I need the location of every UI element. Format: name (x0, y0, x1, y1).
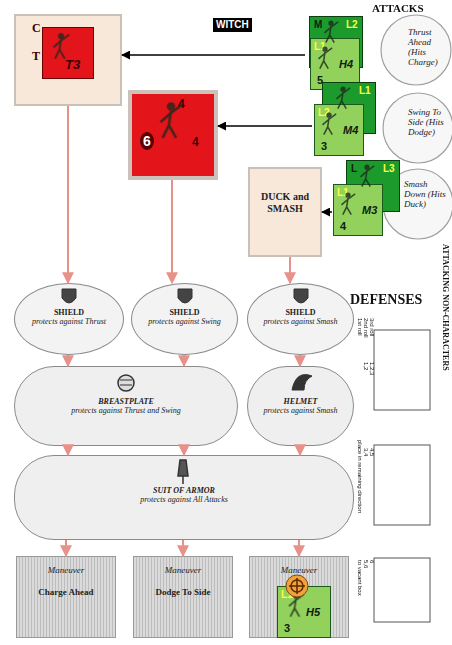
box-text: protects against Thrust and Swing (71, 406, 181, 415)
maneuver-box: ManeuverDodge To Side (133, 556, 233, 638)
box-heading: SUIT OF ARMOR (153, 486, 215, 495)
counter-value: 3 (321, 141, 327, 152)
section-heading: DEFENSES (350, 293, 422, 307)
flow-arrow (183, 446, 185, 455)
armor-band: SUIT OF ARMORprotects against All Attack… (14, 455, 354, 540)
monster-counter: T3 (42, 27, 94, 79)
counter-value: L2 (318, 108, 330, 118)
maneuver-box: C T T3 (14, 14, 122, 106)
attack-box: Swing To Side (Hits Dodge) L1L2M4 3 (312, 82, 451, 167)
counter-value: L (351, 164, 357, 174)
counter-value: 4 (192, 136, 199, 148)
flow-arrow (67, 106, 69, 283)
counter-value: L1 (337, 188, 349, 198)
edge-label: WITCH (213, 18, 252, 32)
box-heading: Maneuver (165, 565, 201, 575)
counter-value: 4 (178, 98, 185, 110)
table-note: 2nd roll (363, 318, 369, 338)
counter-value: Swing To Side (Hits Dodge) (408, 108, 450, 138)
counter-value: H4 (339, 59, 353, 70)
table-note: place in remaining direction (357, 440, 363, 513)
attack-box: Smash Down (Hits Duck) L L3L1M3 4 (332, 158, 451, 240)
counter-value: T (32, 50, 40, 62)
counter-value: 6 (140, 132, 154, 150)
maneuver-box: ManeuverL1H5 3 (249, 556, 349, 638)
box-heading: DUCK and SMASH (259, 191, 311, 214)
flow-arrow (182, 540, 184, 556)
box-text: protects against Smash (264, 406, 338, 415)
counter-figure (54, 21, 375, 617)
box-heading: HELMET (284, 397, 318, 406)
armor-band: HELMETprotects against Smash (247, 366, 354, 446)
table-note: 1st roll (357, 318, 363, 336)
table-note: 5,6 (363, 560, 369, 568)
counter-value: L2 (346, 20, 358, 30)
box-heading: SHIELD (54, 308, 84, 317)
shield-box: SHIELDprotects against Smash (247, 283, 354, 355)
table-note: 1,2,3 (369, 362, 375, 375)
flow-arrow (299, 446, 301, 455)
flow-arrow (67, 355, 69, 366)
counter-value: M3 (362, 205, 377, 216)
box-heading: SHIELD (169, 308, 199, 317)
box-text: protects against Swing (148, 317, 221, 326)
counter-value: L1 (314, 42, 326, 52)
table-note: 6 (369, 560, 375, 563)
counter-value: M (314, 20, 322, 30)
box-heading: Maneuver (48, 565, 84, 575)
counter-value: 3 (284, 623, 290, 634)
shield-box: SHIELDprotects against Thrust (14, 283, 124, 355)
character-counter: L1H5 3 (277, 586, 331, 638)
counter-value: 4 (340, 221, 346, 232)
box-heading: Maneuver (281, 565, 317, 575)
armor-icon (62, 289, 312, 484)
counter-value: T3 (65, 58, 80, 71)
monster-counter: 6 4 4 (128, 90, 218, 180)
counter-value: Smash Down (Hits Duck) (404, 180, 446, 210)
table-note: 1,2 (363, 362, 369, 370)
counter-value: L1 (281, 590, 293, 600)
counter-value: M4 (343, 125, 358, 136)
table-note: 3rd roll (369, 318, 375, 336)
counter-value: L1 (359, 86, 371, 96)
attack-box: Thrust Ahead (Hits Charge)ML2L1H45 (305, 10, 451, 92)
maneuver-box: DUCK and SMASH (248, 167, 322, 257)
counter-value: H5 (306, 607, 320, 618)
non-character-box (374, 330, 430, 622)
flow-arrow (298, 540, 300, 556)
box-text: protects against Thrust (32, 317, 106, 326)
counter-value: L3 (383, 164, 395, 174)
character-counter: L2M4 3 (314, 104, 364, 156)
shield-box: SHIELDprotects against Swing (131, 283, 238, 355)
section-heading: ATTACKS (372, 3, 424, 14)
box-text: Charge Ahead (38, 587, 93, 597)
box-text: protects against Smash (264, 317, 338, 326)
flow-arrow (183, 355, 185, 366)
maneuver-box: ManeuverCharge Ahead (16, 556, 116, 638)
flow-arrow (67, 446, 69, 455)
table-note: 4,5 (369, 448, 375, 456)
side-heading: ATTACKING NON-CHARACTERS (441, 244, 449, 371)
box-text: Dodge To Side (155, 587, 210, 597)
box-heading: SHIELD (285, 308, 315, 317)
flow-arrow (289, 257, 291, 283)
flow-arrow (171, 180, 173, 283)
flow-arrow (299, 355, 301, 366)
table-note: 3,4 (363, 448, 369, 456)
counter-value: C (32, 22, 41, 34)
attack-arrow (218, 125, 312, 127)
box-text: protects against All Attacks (140, 495, 228, 504)
wound-marker (286, 575, 308, 597)
armor-band: BREASTPLATEprotects against Thrust and S… (14, 366, 238, 446)
box-heading: BREASTPLATE (98, 397, 154, 406)
attack-arrow (122, 54, 305, 56)
attack-arrow (322, 211, 332, 213)
flow-arrow (65, 540, 67, 556)
table-note: to vacant box (357, 560, 363, 596)
counter-value: Thrust Ahead (Hits Charge) (408, 28, 450, 68)
character-counter: L1M3 4 (333, 184, 383, 236)
